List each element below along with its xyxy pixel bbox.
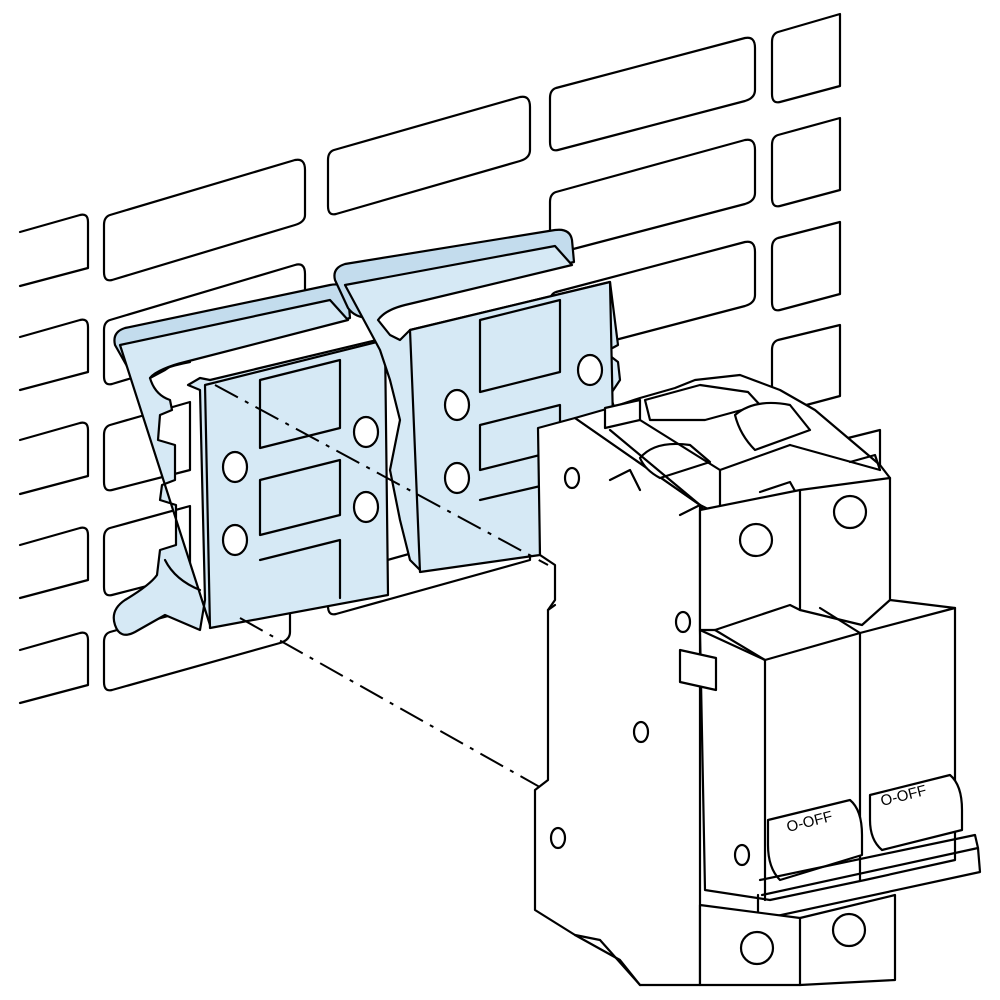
din-rail-clip-left	[112, 283, 390, 636]
circuit-breaker-2p: O-OFF O-OFF	[533, 373, 982, 987]
alignment-guides	[214, 384, 549, 791]
